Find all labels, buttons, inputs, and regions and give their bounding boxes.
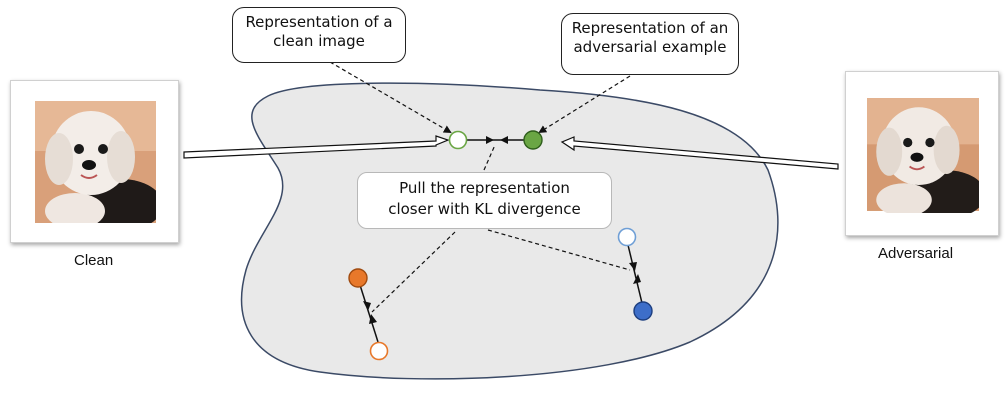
adversarial-image-arrow <box>560 136 839 170</box>
orange-pair-arrowhead-down <box>363 301 371 311</box>
clean-callout-pointer <box>329 61 452 134</box>
clean-image-arrow <box>183 135 450 159</box>
latent-space-region <box>240 82 779 380</box>
blue-pair-arrowhead-up <box>633 274 641 284</box>
adversarial-image-label: Adversarial <box>878 245 954 262</box>
top-pair-arrowhead-left <box>500 136 508 144</box>
orange-clean-point <box>369 341 389 361</box>
blue-clean-point <box>617 227 637 247</box>
orange-pair-arrowhead-up <box>369 314 377 324</box>
clean-dog-image <box>35 101 156 223</box>
kl-divergence-label: Pull the representation closer with KL d… <box>357 172 612 229</box>
orange-adversarial-point <box>348 268 368 288</box>
clean-image-label: Clean <box>74 252 114 269</box>
clean-representation-callout: Representation of a clean image <box>232 7 406 63</box>
orange-pair-link <box>359 284 379 343</box>
clean-representation-point <box>448 130 468 150</box>
center-to-orange-pair-pointer <box>371 231 456 313</box>
top-pair-arrowhead-right <box>486 136 494 144</box>
center-to-top-pair-pointer <box>483 144 496 171</box>
adversarial-representation-point <box>523 130 543 150</box>
adversarial-representation-callout: Representation of an adversarial example <box>561 13 739 75</box>
blue-pair-link <box>627 244 643 304</box>
adv-callout-line-2: adversarial example <box>573 38 727 56</box>
adv-callout-pointer <box>538 75 631 134</box>
adv-callout-line-1: Representation of an <box>571 19 729 37</box>
center-to-blue-pair-pointer <box>487 229 631 271</box>
clean-image-frame <box>10 80 179 243</box>
kl-label-line-2: closer with KL divergence <box>388 200 581 218</box>
clean-callout-line-1: Representation of a <box>245 13 393 31</box>
adversarial-dog-image <box>867 98 979 213</box>
kl-label-line-1: Pull the representation <box>399 179 570 197</box>
adversarial-image-frame <box>845 71 999 236</box>
clean-callout-line-2: clean image <box>273 32 365 50</box>
blue-adversarial-point <box>633 301 653 321</box>
blue-pair-arrowhead-down <box>629 262 637 271</box>
